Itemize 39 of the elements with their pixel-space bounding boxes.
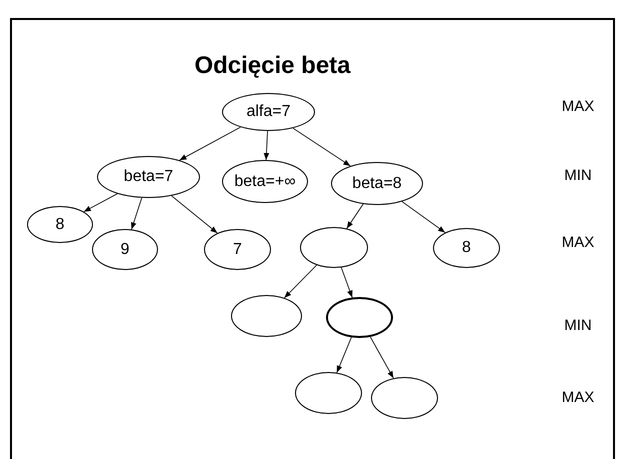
node-value: beta=7: [124, 168, 174, 186]
tree-node-ellipse: [92, 229, 158, 270]
level-label: MAX: [560, 389, 596, 406]
node-value: beta=8: [352, 174, 402, 192]
arrow: [179, 126, 241, 161]
tree-node-ellipse: [97, 156, 200, 198]
arrow: [284, 264, 318, 298]
arrow: [340, 267, 353, 298]
arrow: [83, 193, 118, 212]
node-value: 9: [120, 240, 130, 258]
tree-node-ellipse: [222, 93, 315, 131]
arrow: [264, 130, 270, 160]
node-value: 8: [56, 216, 64, 234]
tree-node-ellipse: [300, 227, 368, 268]
arrow: [346, 204, 364, 229]
arrow: [370, 336, 394, 379]
arrow: [336, 336, 352, 374]
node-value: 7: [233, 240, 242, 258]
node-value: alfa=7: [246, 103, 291, 121]
node-value: 8: [462, 239, 471, 257]
tree-node-ellipse: [222, 160, 308, 203]
tree-node-ellipse: [326, 297, 393, 338]
tree-node-ellipse: [204, 229, 271, 270]
tree-node-ellipse: [433, 228, 500, 268]
slide-title: Odcięcie beta: [193, 52, 352, 80]
node-value: beta=+∞: [234, 172, 296, 190]
level-label: MAX: [560, 234, 596, 251]
tree-node-ellipse: [231, 295, 302, 337]
arrow: [292, 128, 351, 166]
level-label: MIN: [563, 167, 593, 184]
tree-node-ellipse: [371, 377, 438, 419]
level-label: MIN: [563, 317, 593, 334]
arrow: [131, 197, 142, 230]
arrow: [402, 201, 446, 233]
tree-node-ellipse: [331, 162, 423, 205]
arrow: [171, 195, 218, 234]
level-label: MAX: [560, 98, 596, 115]
tree-node-ellipse: [27, 206, 93, 243]
tree-node-ellipse: [295, 372, 362, 414]
